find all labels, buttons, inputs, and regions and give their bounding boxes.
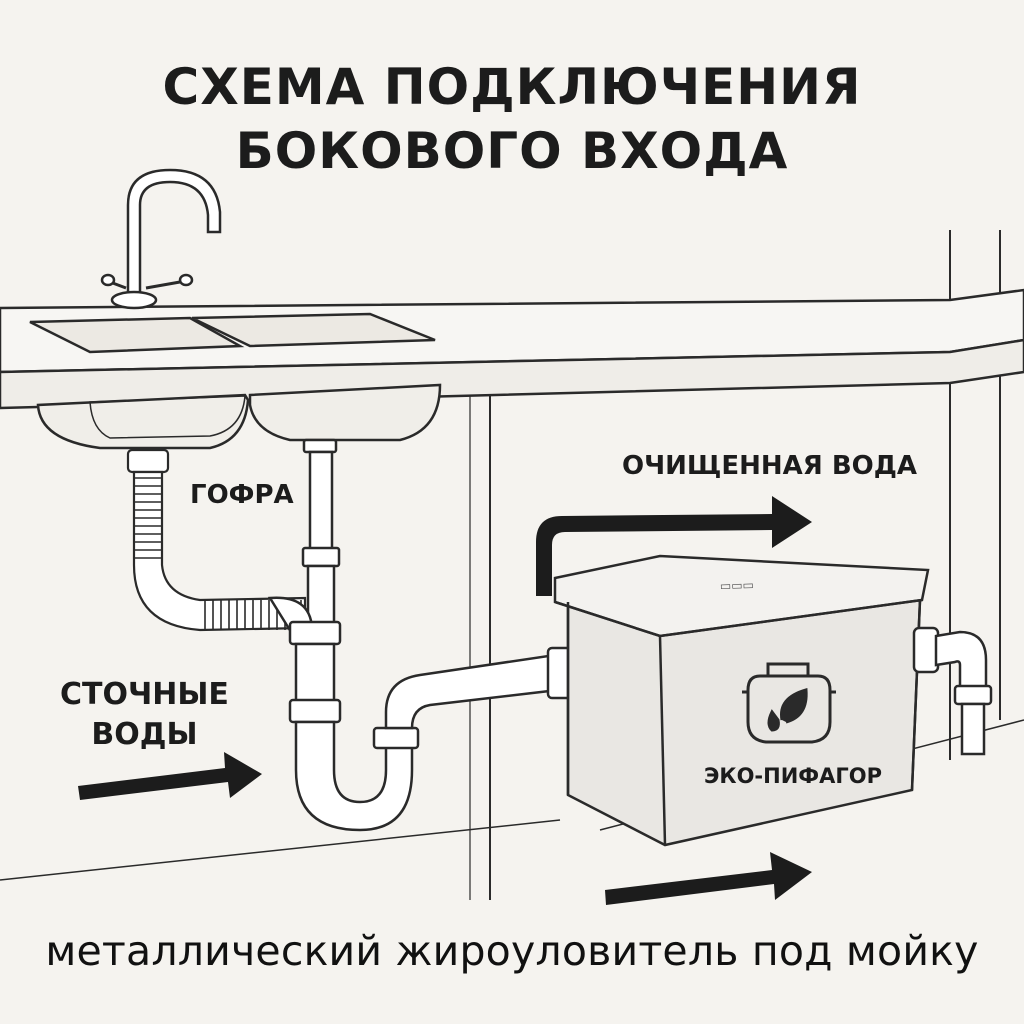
grease-trap-leaf-drop-icon <box>742 662 836 744</box>
label-waste-water: СТОЧНЫЕ ВОДЫ <box>60 675 229 755</box>
label-waste-water-line2: ВОДЫ <box>91 717 198 752</box>
label-brand: ЭКО-ПИФАГОР <box>704 764 882 788</box>
title-line-2: БОКОВОГО ВХОДА <box>235 122 789 180</box>
clean-water-arrow <box>536 496 812 596</box>
sink-top <box>29 312 436 354</box>
label-waste-water-line1: СТОЧНЫЕ <box>60 677 229 712</box>
floor-flow-arrow <box>605 852 812 905</box>
svg-text:▭▭▭: ▭▭▭ <box>720 578 754 593</box>
sink-bowls <box>36 383 442 450</box>
arrow-right-icon <box>78 752 262 800</box>
drain-pipe <box>267 438 560 832</box>
title-line-1: СХЕМА ПОДКЛЮЧЕНИЯ <box>162 58 862 116</box>
label-gofra: ГОФРА <box>190 480 294 510</box>
grease-trap: ▭▭▭ <box>553 554 930 847</box>
label-clean-water: ОЧИЩЕННАЯ ВОДА <box>622 451 918 481</box>
caption: металлический жироуловитель под мойку <box>45 927 979 975</box>
faucet-icon <box>100 168 222 310</box>
countertop <box>0 288 1024 410</box>
outlet-pipe <box>912 626 993 756</box>
